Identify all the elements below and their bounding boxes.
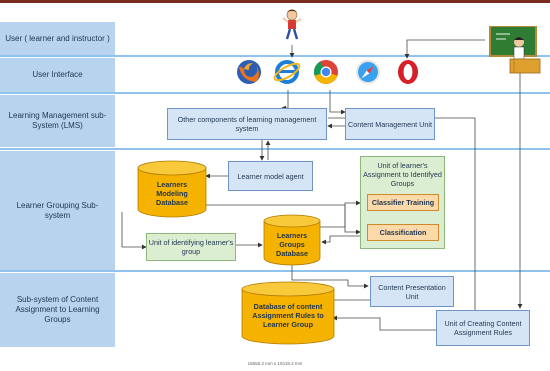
lane-divider: [0, 270, 550, 272]
content-management-unit-box: Content Management Unit: [345, 108, 435, 140]
classification-box: Classification: [367, 224, 439, 241]
assignment-rules-database-label: Database of content Assignment Rules to …: [252, 301, 324, 329]
identify-learner-group-box: Unit of identifying learner's group: [146, 233, 236, 261]
dimension-footnote: 16655.3 mm x 10418.2 mm: [247, 361, 303, 366]
learners-modeling-database-label: Learners Modeling Database: [156, 179, 188, 207]
lane-content-assignment: Sub-system of Content Assignment to Lear…: [0, 273, 115, 347]
lane-divider: [0, 148, 550, 150]
safari-icon: [356, 60, 380, 84]
lane-divider: [0, 92, 550, 94]
other-lms-components-box: Other components of learning management …: [167, 108, 327, 140]
learner-assignment-panel-title: Unit of learner's Assignment to Identify…: [363, 161, 442, 188]
top-accent-bar: [0, 0, 550, 3]
learner-model-agent-box: Learner model agent: [228, 161, 313, 191]
learners-groups-database-icon: [263, 214, 321, 266]
classifier-training-box: Classifier Training: [367, 194, 439, 211]
content-presentation-unit-box: Content Presentation Unit: [370, 276, 454, 307]
learner-assignment-panel: Unit of learner's Assignment to Identify…: [360, 156, 445, 249]
lane-user: User ( learner and instructor ): [0, 22, 115, 55]
internet-explorer-icon: [273, 60, 301, 84]
learners-modeling-database-icon: [137, 160, 207, 218]
chrome-icon: [314, 60, 338, 84]
firefox-icon: [237, 60, 261, 84]
lane-learner-grouping: Learner Grouping Sub-system: [0, 151, 115, 270]
lane-user-interface: User Interface: [0, 58, 115, 92]
assignment-rules-database-icon: [241, 281, 335, 345]
lane-lms: Learning Management sub-System (LMS): [0, 95, 115, 147]
learners-groups-database-label: Learners Groups Database: [276, 230, 308, 258]
creating-assignment-rules-box: Unit of Creating Content Assignment Rule…: [436, 310, 530, 346]
opera-icon: [398, 60, 418, 84]
lane-divider: [0, 55, 550, 57]
instructor-at-board-icon: [489, 26, 541, 74]
student-learner-icon: [282, 9, 302, 40]
